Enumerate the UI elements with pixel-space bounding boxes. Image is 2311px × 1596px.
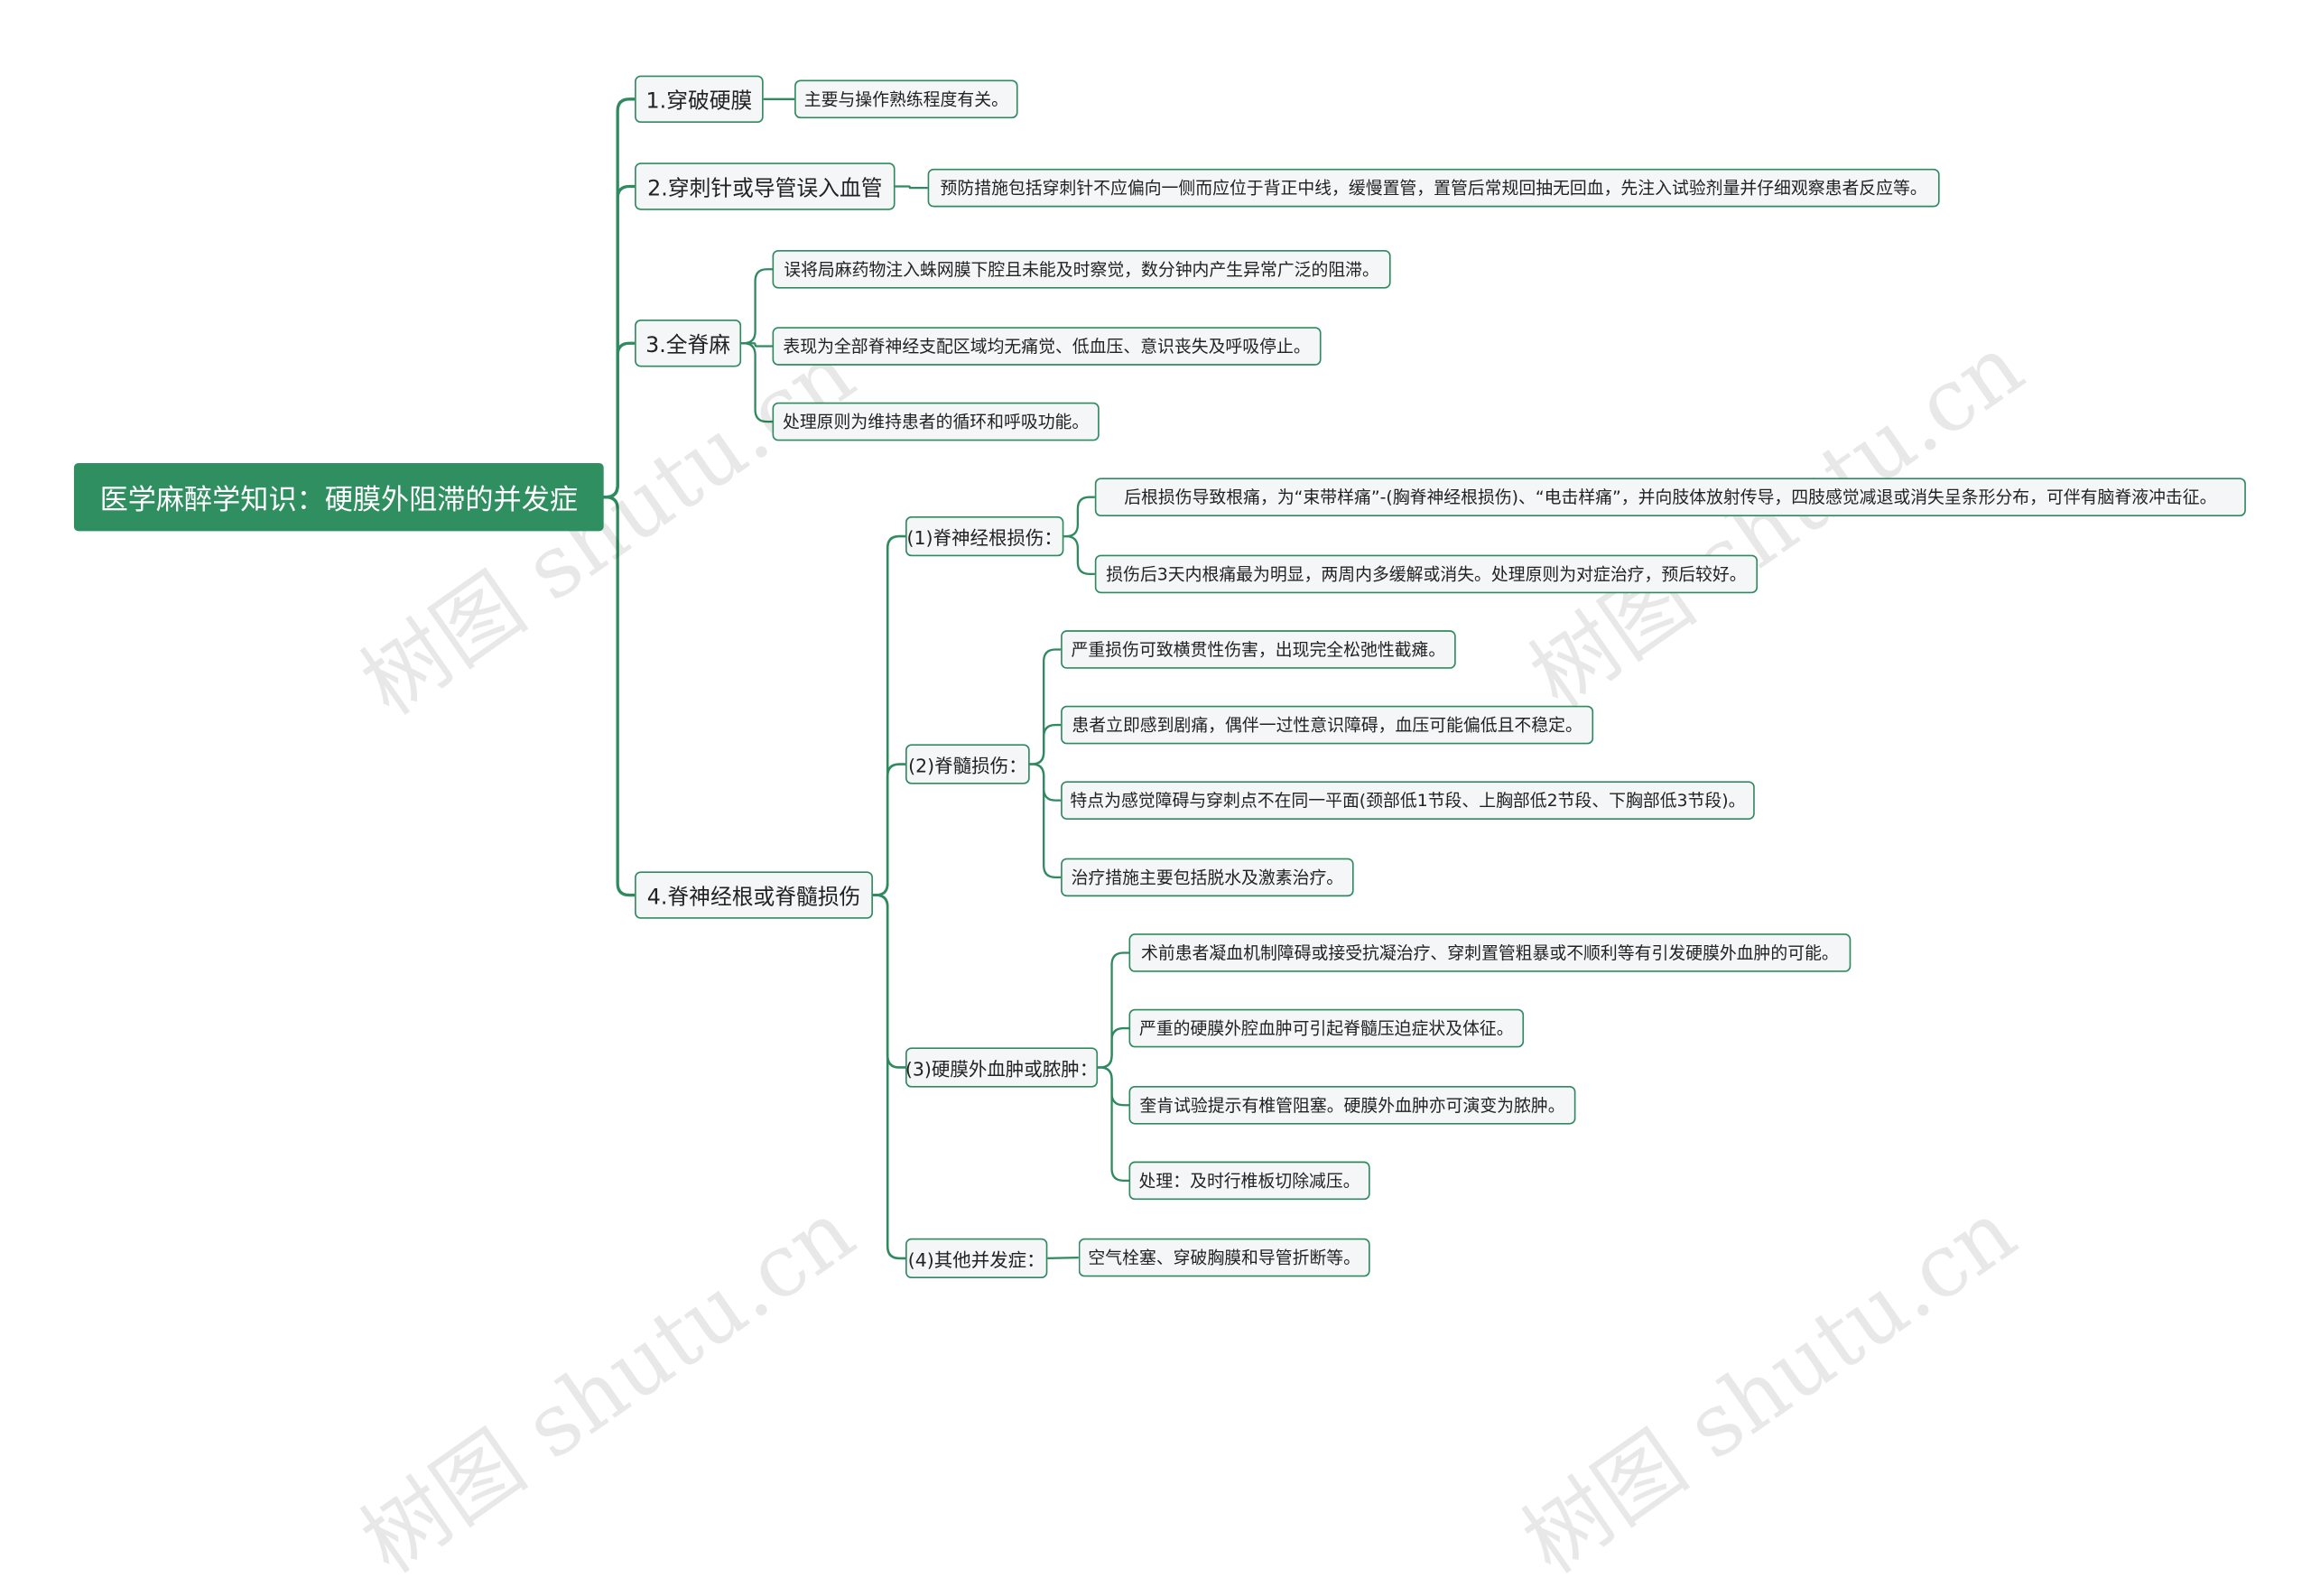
connector-line — [872, 894, 906, 1069]
sub-other-complications[interactable]: (4)其他并发症： — [905, 1238, 1048, 1279]
sub-spinal-cord-injury[interactable]: (2)脊髓损伤： — [905, 744, 1030, 784]
connector-line — [741, 268, 773, 345]
branch-intravascular-injection[interactable]: 2.穿刺针或导管误入血管 — [635, 162, 896, 210]
connector-line — [1063, 534, 1095, 576]
leaf-cord-compression[interactable]: 严重的硬膜外腔血肿可引起脊髓压迫症状及体征。 — [1128, 1008, 1525, 1048]
connector-line — [1098, 1066, 1129, 1183]
leaf-dural-puncture-cause[interactable]: 主要与操作熟练程度有关。 — [794, 79, 1018, 119]
connector-line — [1047, 1256, 1079, 1260]
connector-line — [603, 97, 636, 499]
leaf-acute-pain[interactable]: 患者立即感到剧痛，偶伴一过性意识障碍，血压可能偏低且不稳定。 — [1061, 705, 1594, 745]
connector-line — [1063, 496, 1095, 538]
connector-line — [895, 185, 928, 190]
connector-line — [872, 534, 906, 896]
connector-line — [1029, 648, 1062, 766]
connector-line — [603, 496, 636, 897]
connector-line — [741, 342, 773, 348]
leaf-prevention-measures[interactable]: 预防措施包括穿刺针不应偏向一侧而应位于背正中线，缓慢置管，置管后常规回抽无回血，… — [927, 168, 1940, 208]
leaf-laminectomy[interactable]: 处理：及时行椎板切除减压。 — [1128, 1161, 1370, 1201]
leaf-other-complications[interactable]: 空气栓塞、穿破胸膜和导管折断等。 — [1078, 1238, 1370, 1277]
connector-line — [1029, 763, 1062, 879]
mind-map: 树图 shutu.cn 树图 shutu.cn 树图 shutu.cn 树图 s… — [73, 75, 2246, 1592]
sub-epidural-hematoma-abscess[interactable]: (3)硬膜外血肿或脓肿： — [905, 1047, 1098, 1088]
connector-line — [741, 342, 773, 423]
root-topic[interactable]: 医学麻醉学知识：硬膜外阻滞的并发症 — [73, 462, 604, 532]
leaf-hematoma-risk[interactable]: 术前患者凝血机制障碍或接受抗凝治疗、穿刺置管粗暴或不顺利等有引发硬膜外血肿的可能… — [1128, 933, 1852, 972]
branch-nerve-root-spinal-cord-injury[interactable]: 4.脊神经根或脊髓损伤 — [635, 871, 873, 919]
connector-line — [1098, 951, 1129, 1069]
connector-line — [1098, 1026, 1129, 1069]
leaf-queckenstedt-test[interactable]: 奎肯试验提示有椎管阻塞。硬膜外血肿亦可演变为脓肿。 — [1128, 1085, 1576, 1125]
connector-line — [603, 341, 636, 499]
branch-total-spinal[interactable]: 3.全脊麻 — [635, 320, 742, 367]
leaf-radicular-prognosis[interactable]: 损伤后3天内根痛最为明显，两周内多缓解或消失。处理原则为对症治疗，预后较好。 — [1094, 554, 1759, 594]
connector-line — [1029, 723, 1062, 766]
leaf-total-spinal-treatment[interactable]: 处理原则为维持患者的循环和呼吸功能。 — [772, 402, 1100, 441]
branch-dural-puncture[interactable]: 1.穿破硬膜 — [635, 75, 764, 124]
leaf-total-spinal-signs[interactable]: 表现为全部脊神经支配区域均无痛觉、低血压、意识丧失及呼吸停止。 — [772, 327, 1322, 366]
sub-nerve-root-injury[interactable]: (1)脊神经根损伤： — [905, 515, 1064, 557]
connector-line — [603, 184, 636, 499]
connector-lines — [603, 97, 1129, 1260]
leaf-total-spinal-cause[interactable]: 误将局麻药物注入蛛网膜下腔且未能及时察觉，数分钟内产生异常广泛的阻滞。 — [772, 249, 1391, 289]
leaf-radicular-pain[interactable]: 后根损伤导致根痛，为“束带样痛”-(胸脊神经根损伤)、“电击样痛”，并向肢体放射… — [1094, 478, 2246, 516]
connector-line — [1098, 1066, 1129, 1107]
connector-line — [1029, 763, 1062, 802]
leaf-transverse-injury[interactable]: 严重损伤可致横贯性伤害，出现完全松弛性截瘫。 — [1061, 630, 1456, 669]
connector-line — [872, 894, 906, 1260]
leaf-cord-treatment[interactable]: 治疗措施主要包括脱水及激素治疗。 — [1061, 858, 1354, 897]
connector-line — [872, 763, 906, 896]
leaf-sensory-level[interactable]: 特点为感觉障碍与穿刺点不在同一平面(颈部低1节段、上胸部低2节段、下胸部低3节段… — [1061, 781, 1755, 820]
